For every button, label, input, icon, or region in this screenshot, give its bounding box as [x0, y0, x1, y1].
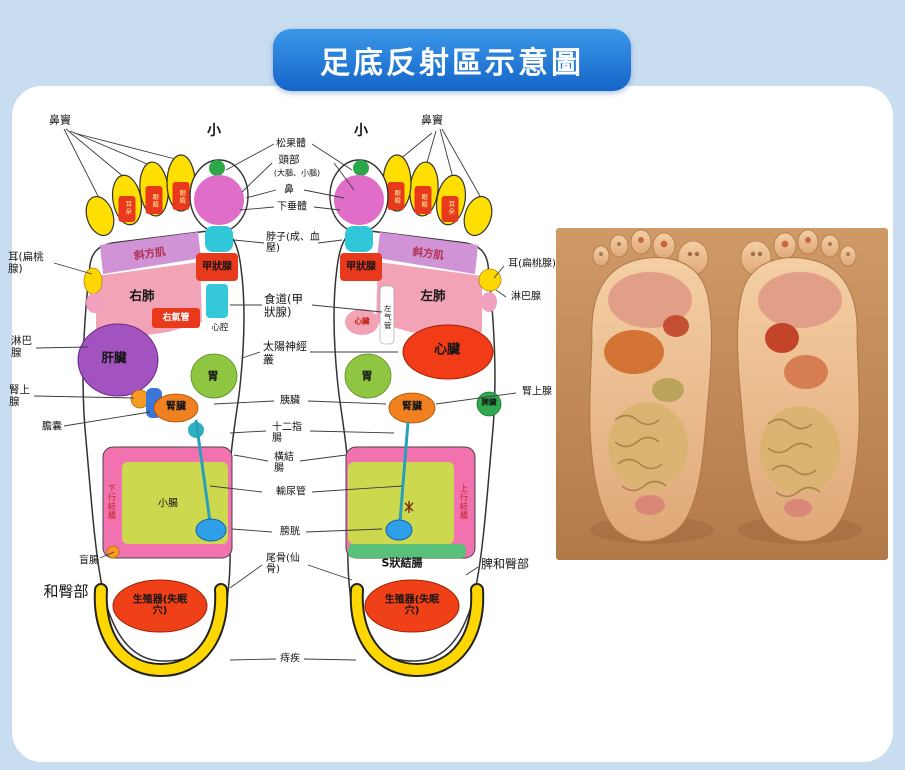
eye-zone — [145, 186, 163, 214]
foot-photo-panel — [556, 228, 888, 560]
sinus-lines-left — [63, 128, 180, 197]
bladder-zone — [385, 519, 413, 541]
esophagus-zone — [206, 284, 228, 318]
ureter-line — [398, 421, 410, 523]
title-banner: 足底反射區示意圖 — [273, 29, 631, 91]
thyroid-zone — [340, 253, 382, 281]
kidney-zone — [153, 393, 199, 423]
heel-band — [351, 585, 483, 676]
heart-small-zone — [345, 309, 379, 335]
eye-zone — [414, 186, 432, 214]
stomach-zone — [190, 353, 238, 399]
ear-zone — [118, 196, 136, 222]
eye-zone — [387, 182, 405, 210]
trachea-strip — [379, 285, 395, 345]
toe — [463, 195, 493, 237]
photo-left-foot — [589, 229, 712, 542]
pineal-zone — [353, 160, 369, 176]
lymph-dot — [481, 292, 497, 312]
neck-zone — [205, 226, 233, 252]
heart-zone — [402, 324, 494, 380]
reflexology-diagram — [33, 128, 517, 678]
lymph-dot — [86, 293, 102, 313]
sinus-lines-right — [398, 128, 481, 197]
ureter-line — [194, 419, 212, 523]
head-zone — [334, 175, 384, 225]
left-foot — [77, 154, 249, 678]
right-foot — [329, 154, 502, 678]
lung-zone — [376, 262, 482, 338]
sigmoid-band — [348, 544, 466, 558]
trapezius-zone — [100, 232, 201, 274]
photo-right-foot — [737, 229, 860, 542]
ear-reflex-dot — [478, 268, 502, 292]
toe — [85, 195, 115, 237]
spleen-zone — [476, 391, 502, 417]
head-zone — [194, 175, 244, 225]
pineal-zone — [209, 160, 225, 176]
thyroid-zone — [196, 253, 238, 281]
eye-zone — [172, 182, 190, 210]
seal-mark — [404, 501, 414, 513]
page-title: 足底反射區示意圖 — [320, 46, 584, 81]
bladder-zone — [195, 518, 227, 542]
ear-zone — [441, 196, 459, 222]
genital-zone — [112, 579, 208, 633]
trachea-zone — [152, 308, 200, 328]
liver-zone — [77, 323, 159, 397]
stomach-zone — [344, 353, 392, 399]
kidney-zone — [388, 392, 436, 424]
neck-zone — [345, 226, 373, 252]
connector-lines — [33, 143, 517, 661]
heel-band — [95, 585, 227, 676]
genital-zone — [364, 579, 460, 633]
ear-reflex-dot — [83, 267, 103, 295]
trapezius-zone — [377, 232, 478, 274]
